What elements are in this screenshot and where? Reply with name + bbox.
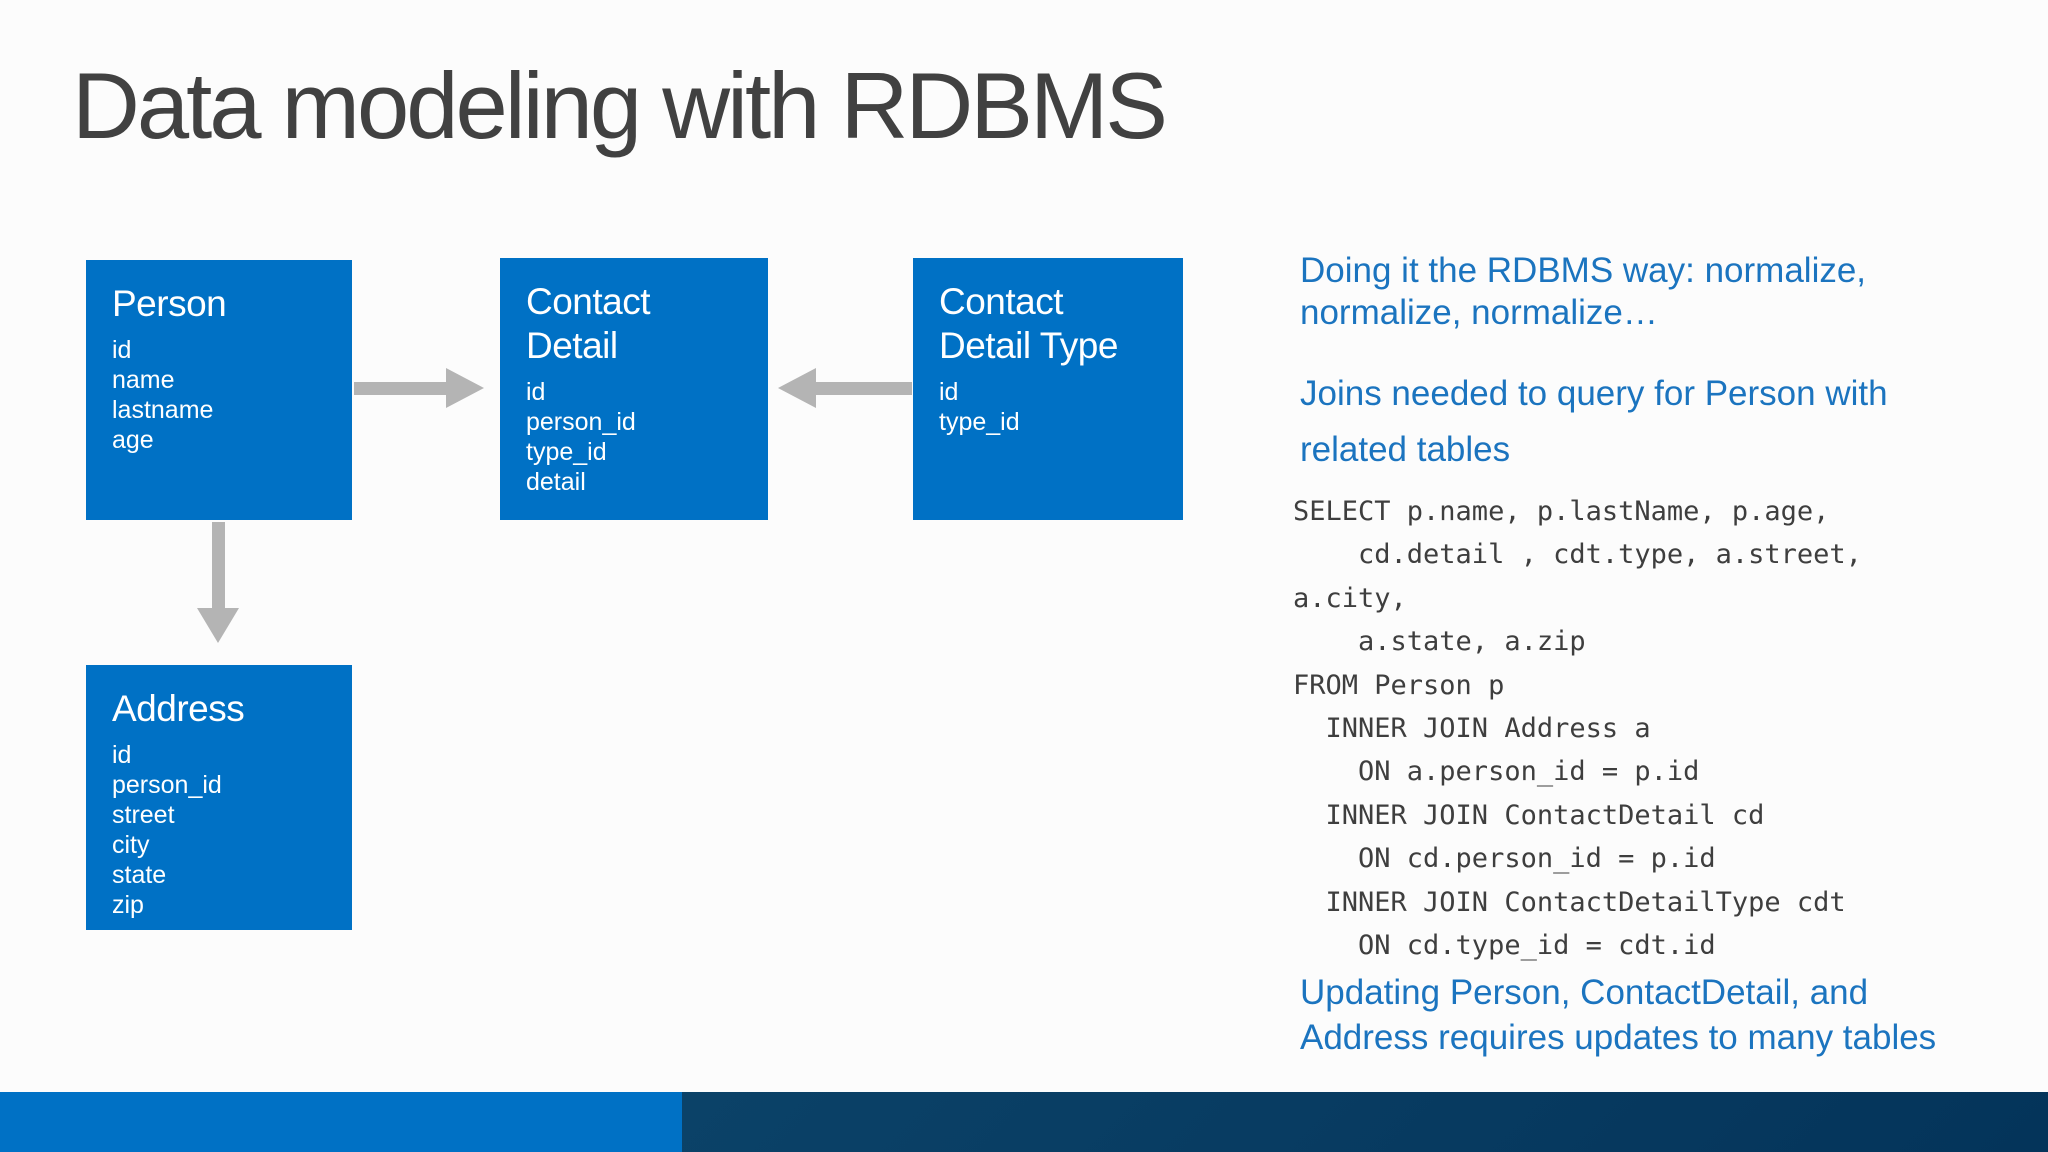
table-field: id — [939, 378, 959, 406]
table-contact-detail-type-title: Contact Detail Type — [939, 281, 1118, 366]
table-field: zip — [112, 891, 144, 919]
table-address-title: Address — [112, 688, 245, 729]
note-joins-needed: Joins needed to query for Person with re… — [1300, 374, 1888, 469]
note-updating: Updating Person, ContactDetail, and Addr… — [1300, 973, 1937, 1057]
table-field: age — [112, 426, 154, 454]
footer-bar-blue-segment — [0, 1092, 682, 1152]
table-field: city — [112, 831, 150, 859]
note-normalize: Doing it the RDBMS way: normalize, norma… — [1300, 251, 1867, 332]
arrow-shaft — [354, 382, 446, 395]
arrow-shaft — [816, 382, 912, 395]
sql-code-block: SELECT p.name, p.lastName, p.age, cd.det… — [1293, 496, 1862, 962]
table-person-title: Person — [112, 283, 227, 324]
footer-bar-navy-segment — [682, 1092, 2048, 1152]
table-field: id — [526, 378, 546, 406]
table-field: street — [112, 801, 175, 829]
table-field: person_id — [112, 771, 222, 799]
table-field: type_id — [939, 408, 1020, 436]
slide-title: Data modeling with RDBMS — [72, 53, 1168, 158]
arrow-shaft — [212, 522, 225, 608]
arrow-head-left-icon — [778, 368, 816, 408]
table-contact-detail-title: Contact Detail — [526, 281, 651, 366]
table-field: id — [112, 741, 132, 769]
footer-bar — [0, 1092, 2048, 1152]
table-field: id — [112, 336, 132, 364]
arrow-head-right-icon — [446, 368, 484, 408]
arrow-head-down-icon — [197, 608, 239, 643]
table-field: type_id — [526, 438, 607, 466]
table-field: detail — [526, 468, 586, 496]
table-field: state — [112, 861, 167, 889]
table-field: lastname — [112, 396, 214, 424]
table-field: person_id — [526, 408, 636, 436]
table-field: name — [112, 366, 175, 394]
